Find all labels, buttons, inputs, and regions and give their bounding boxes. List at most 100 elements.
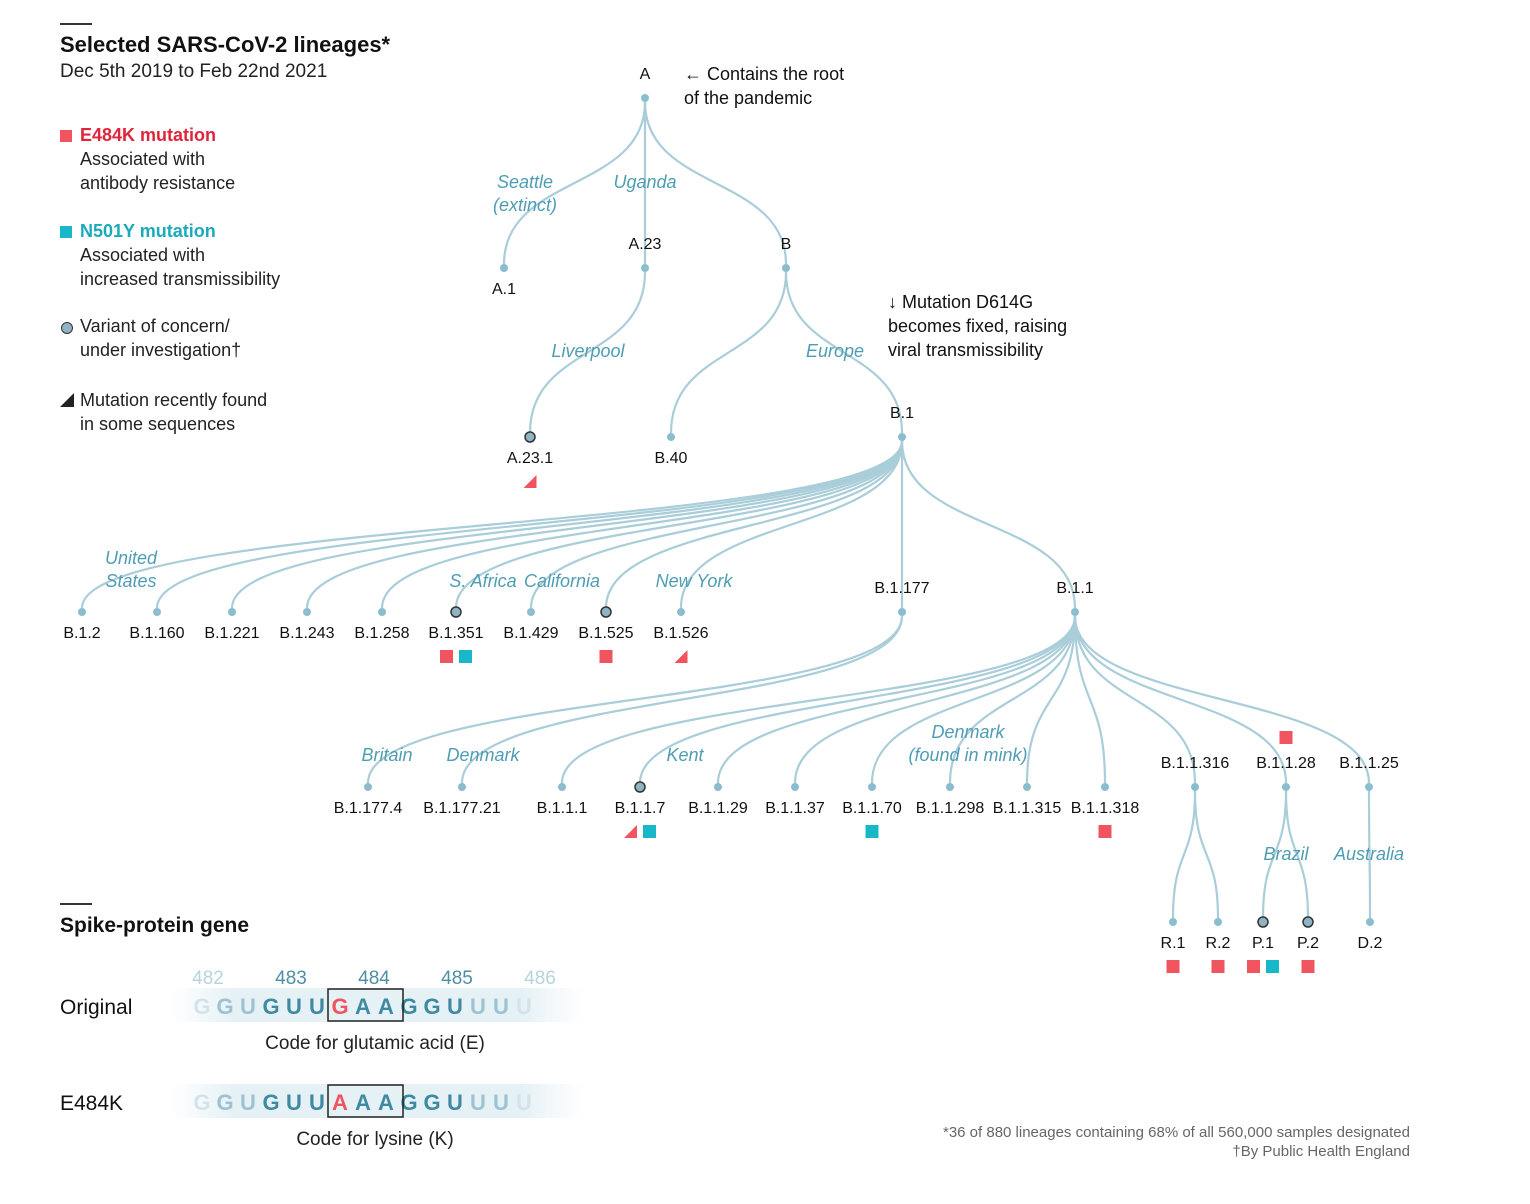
- e484k-mark-icon: [1166, 960, 1180, 973]
- n501y-mark-icon: [459, 650, 472, 663]
- lineage-label: A: [640, 66, 651, 83]
- branch-B.1.1.28: [1073, 615, 1288, 784]
- branch-B.1.177.21: [460, 615, 904, 784]
- branch-B.1.1.318: [1073, 615, 1107, 784]
- n501y-mark-icon: [1266, 960, 1279, 973]
- codon-484-box: [327, 988, 404, 1022]
- nucleotide: U: [516, 1090, 532, 1115]
- codon-484-box: [327, 1084, 404, 1118]
- tree-branches: [80, 101, 1372, 919]
- chart-title: Selected SARS-CoV-2 lineages*: [60, 32, 391, 57]
- n501y-swatch-icon: [60, 226, 72, 238]
- node-R.1: [1169, 918, 1177, 926]
- e484k-swatch-icon: [60, 130, 72, 142]
- nucleotide: U: [447, 994, 463, 1019]
- lineage-label: A.23.1: [507, 450, 553, 467]
- branch-P.1: [1261, 790, 1288, 919]
- lineage-label: B.1.1.316: [1161, 755, 1230, 772]
- lineage-label: B.1.525: [578, 625, 633, 642]
- branch-B.1.221: [230, 440, 904, 609]
- nucleotide: A: [355, 994, 371, 1019]
- sequence-band: [170, 1084, 585, 1118]
- place-label-us: United: [105, 548, 158, 568]
- legend-n501y-text1: Associated with: [80, 245, 206, 265]
- lineage-label: B.1.351: [428, 625, 483, 642]
- node-B.1.1.28: [1282, 783, 1290, 791]
- branch-B.1.1.1: [560, 615, 1077, 784]
- nucleotide: A: [378, 994, 394, 1019]
- branch-R.1: [1171, 790, 1197, 919]
- place-label-britain: Britain: [361, 745, 412, 765]
- voc-node-P.1: [1257, 916, 1269, 928]
- place-label-denmark2: Denmark: [931, 722, 1005, 742]
- place-label-us: States: [105, 571, 156, 591]
- branch-B.1.351: [454, 440, 904, 609]
- branch-B.1.1.25: [1073, 615, 1371, 784]
- node-B.1.429: [527, 608, 535, 616]
- voc-node-P.2: [1302, 916, 1314, 928]
- lineage-label: B.1.1.37: [765, 800, 825, 817]
- recent-triangle-icon: [60, 393, 74, 407]
- nucleotide: G: [423, 994, 440, 1019]
- branch-P.2: [1284, 790, 1310, 919]
- d614g-annotation-line3: viral transmissibility: [888, 340, 1043, 360]
- branch-B.1.526: [679, 440, 904, 609]
- nucleotide: U: [240, 1090, 256, 1115]
- place-label-california: California: [524, 571, 600, 591]
- lineage-label: B.1.1.25: [1339, 755, 1399, 772]
- lineage-label: P.2: [1297, 935, 1319, 952]
- lineage-label: B.1.429: [503, 625, 558, 642]
- branch-B.1.1.7: [638, 615, 1077, 784]
- node-D.2: [1366, 918, 1374, 926]
- lineage-label: B.1.1.28: [1256, 755, 1316, 772]
- lineage-label: B.1.258: [354, 625, 409, 642]
- codon-position: 483: [275, 968, 307, 989]
- root-annotation-line1: ← Contains the root: [684, 64, 844, 84]
- sequence-row-label: E484K: [60, 1092, 123, 1115]
- branch-B.1.1: [900, 440, 1077, 609]
- e484k-mark-icon: [1098, 825, 1112, 838]
- voc-node-B.1.351: [450, 606, 462, 618]
- voc-node-A.23.1: [524, 431, 536, 443]
- lineage-label: B.1.1: [1056, 580, 1093, 597]
- lineage-label: B: [781, 236, 792, 253]
- node-B.1.177: [898, 608, 906, 616]
- nucleotide: G: [216, 994, 233, 1019]
- footnote-clip: [1411, 1118, 1530, 1142]
- legend-recent-text2: in some sequences: [80, 414, 236, 434]
- gene-rule: [60, 903, 92, 905]
- node-B.1.2: [78, 608, 86, 616]
- codon-position: 485: [441, 968, 473, 989]
- node-B.1.526: [677, 608, 685, 616]
- gene-title: Spike-protein gene: [60, 914, 249, 937]
- codon-position: 482: [192, 968, 224, 989]
- place-label-seattle: (extinct): [493, 195, 557, 215]
- legend-recent-text1: Mutation recently found: [80, 390, 268, 410]
- node-B.1.1.315: [1023, 783, 1031, 791]
- lineage-label: B.1.243: [279, 625, 334, 642]
- nucleotide: G: [423, 1090, 440, 1115]
- branch-B.1.2: [80, 440, 904, 609]
- tree-marks: [440, 475, 1315, 973]
- voc-node-B.1.1.7: [634, 781, 646, 793]
- lineage-label: B.1.1.70: [842, 800, 902, 817]
- nucleotide: G: [331, 994, 348, 1019]
- legend-e484k-text1: Associated with: [80, 149, 206, 169]
- place-label-safrica: S. Africa: [449, 571, 516, 591]
- nucleotide: U: [309, 994, 325, 1019]
- recent-mutation-triangle-icon: [523, 475, 537, 488]
- nucleotide: G: [400, 1090, 417, 1115]
- nucleotide: U: [470, 1090, 486, 1115]
- lineage-label: B.40: [655, 450, 688, 467]
- lineage-label: B.1.221: [204, 625, 259, 642]
- lineage-label: D.2: [1358, 935, 1383, 952]
- node-B.1.1.37: [791, 783, 799, 791]
- nucleotide: U: [309, 1090, 325, 1115]
- branch-B.1.429: [529, 440, 904, 609]
- voc-node-B.1.525: [600, 606, 612, 618]
- nucleotide: G: [193, 1090, 210, 1115]
- node-B.1.258: [378, 608, 386, 616]
- lineage-label: B.1.1.29: [688, 800, 748, 817]
